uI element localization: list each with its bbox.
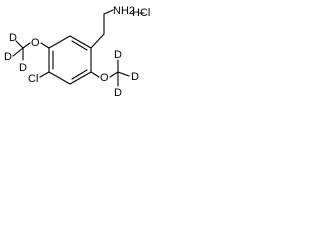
chain-bond-3 bbox=[103, 9, 114, 15]
amine-label: NH2 bbox=[113, 5, 135, 17]
ring-double-bond-1 bbox=[71, 40, 88, 51]
chlorine-bond bbox=[39, 71, 50, 78]
deuterium-lower-top-label: D bbox=[114, 49, 122, 61]
oxygen-upper-label: O bbox=[31, 37, 40, 49]
lower-methoxy-bond-carbon bbox=[109, 71, 119, 78]
chlorine-label: Cl bbox=[28, 73, 38, 85]
upper-methoxy-bond-ring bbox=[40, 42, 50, 49]
deuterium-lower-bottom-label: D bbox=[114, 87, 122, 99]
ring-bond-top-left bbox=[48, 35, 71, 49]
lower-methoxy-bond-ring bbox=[90, 71, 100, 78]
oxygen-lower-label: O bbox=[100, 72, 109, 84]
ring-bond-bottom-right bbox=[69, 71, 92, 85]
chain-bond-1 bbox=[90, 33, 105, 49]
deuterium-upper-left-label: D bbox=[4, 51, 12, 63]
ring-bond-bottom-left bbox=[48, 71, 71, 85]
lower-cd3-bond-right bbox=[117, 71, 130, 77]
deuterium-upper-bottom-label: D bbox=[19, 62, 27, 74]
ring-bond-top-right bbox=[69, 35, 92, 49]
ring-double-bond-2 bbox=[71, 69, 88, 80]
hcl-label: HCl bbox=[132, 7, 150, 19]
structure-diagram: NH2 HCl O D D D Cl O D D D bbox=[0, 0, 151, 119]
molecule-drawing: NH2 HCl O D D D Cl O D D D bbox=[4, 5, 150, 99]
upper-methoxy-bond-carbon bbox=[22, 42, 31, 49]
deuterium-upper-top-label: D bbox=[9, 32, 17, 44]
upper-cd3-bond-left bbox=[12, 47, 24, 57]
deuterium-lower-right-label: D bbox=[131, 71, 139, 83]
upper-cd3-bond-top bbox=[15, 40, 24, 49]
